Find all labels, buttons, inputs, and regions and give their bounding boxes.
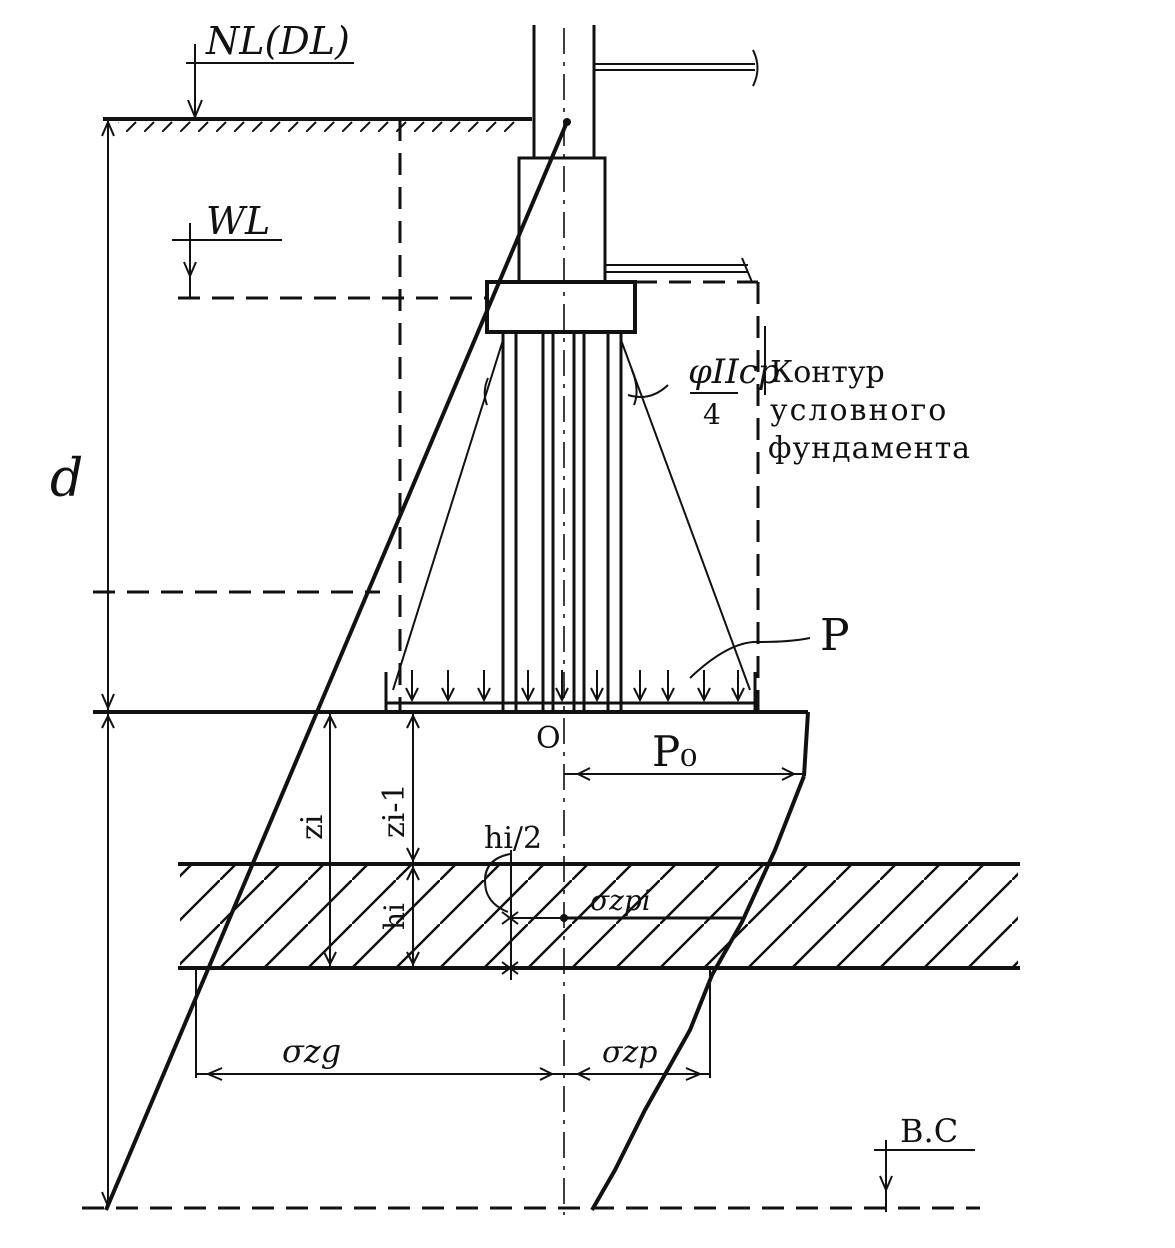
p-label: P (820, 610, 850, 661)
pressure-arrows (405, 670, 745, 703)
conditional-foundation-contour (93, 119, 760, 710)
hi-dimension (406, 865, 420, 967)
p0-label: P₀ (652, 727, 697, 776)
d-dimension (101, 119, 115, 1209)
zi-minus-1-dimension (406, 713, 420, 863)
sigma-zpi-label: σzpi (590, 884, 651, 917)
soil-layer-i (178, 862, 1020, 970)
bottom-sigma-dimension (195, 968, 711, 1081)
bc-boundary (82, 1140, 980, 1212)
spreading-lines (392, 339, 751, 691)
floor-slab (605, 257, 753, 283)
sigma-zg-origin-point (563, 118, 571, 126)
sigma-zg-label: σzg (282, 1032, 341, 1070)
zi-minus-1-label: zi-1 (377, 783, 412, 838)
sigma-zpi-line (501, 850, 742, 980)
nl-dl-level-marker (186, 44, 354, 120)
wl-label: WL (206, 199, 270, 243)
piles (501, 332, 623, 710)
zi-dimension (323, 713, 337, 967)
ground-surface (103, 117, 532, 133)
zi-label: zi (295, 815, 330, 840)
bc-label: B.C (900, 1112, 958, 1150)
sigma-zg-line (104, 121, 569, 1211)
hi-half-leader (484, 853, 511, 913)
pile-cap (485, 280, 637, 334)
foundation-base (93, 672, 808, 714)
column (517, 25, 759, 284)
contour-label-line2: условного (770, 393, 948, 428)
nl-dl-label: NL(DL) (205, 19, 350, 63)
origin-label: O (536, 721, 561, 756)
p-leader (689, 637, 811, 679)
hi-half-label: hi/2 (484, 821, 542, 856)
contour-label-line3: фундамента (768, 431, 971, 466)
phi-denominator-label: 4 (703, 398, 721, 431)
contour-label-line1: Контур (770, 355, 885, 390)
wl-level-marker (172, 223, 486, 300)
d-label: d (50, 449, 83, 509)
hi-label: hi (378, 903, 411, 930)
sigma-zp-label: σzp (602, 1035, 658, 1070)
